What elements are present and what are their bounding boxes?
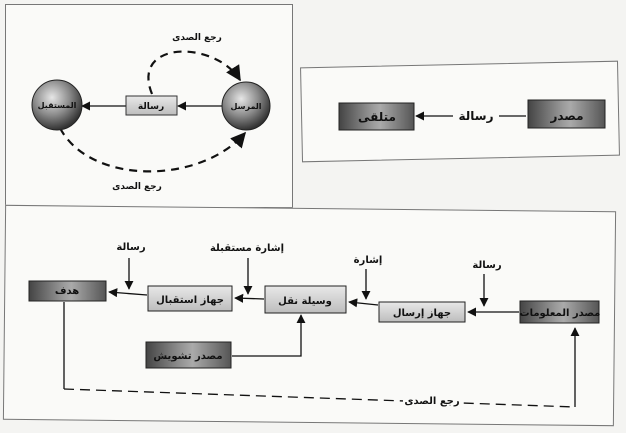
source-label: مصدر [549,109,583,123]
message-box [125,95,178,116]
message-label-bg [453,104,499,124]
receiver-label: المستقبل [38,101,77,110]
channel-label: وسيلة نقل [278,296,332,307]
transmitter-label: جهاز إرسال [393,308,451,319]
received-signal-label: إشارة مستقبلة [210,243,284,254]
sender-label: المرسل [230,102,261,111]
destination-box [28,280,107,302]
feedback-arc-top [147,50,241,95]
channel-box [264,285,347,314]
message-label: رسالة [459,109,494,123]
arrow-noise-to-channel [232,314,306,357]
feedback-label: رجع الصدى [404,396,459,407]
feedback-arc-bottom [59,127,247,173]
message-label: رسالة [138,102,164,112]
receiver-label: متلقى [358,110,396,124]
receiver-box [338,102,415,131]
shannon-model: مصدر المعلومات جهاز إرسال وسيلة نقل جهاز… [28,242,601,408]
feedback-dashed [63,388,576,408]
receiver-device-label: جهاز استقبال [156,295,224,306]
transmitter-box [378,301,466,323]
signal-label: إشارة [354,255,383,266]
info-source-label: مصدر المعلومات [520,308,601,319]
feedback-label-bottom: رجع الصدى [112,182,162,192]
receiver-device-box [147,285,233,312]
linear-model: مصدر رسالة متلقى [338,99,606,131]
feedback-label-bg [403,393,461,407]
info-source-box [519,300,600,324]
noise-source-label: مصدر تشويش [153,351,222,362]
arrow-transmitter-to-channel [348,298,379,308]
message-out-label: رسالة [116,242,145,253]
message-in-label: رسالة [472,260,501,271]
receiver-circle [31,79,83,131]
feedback-model: رجع الصدى رجع الصدى رسالة المرسل المستقب… [31,33,271,192]
noise-source-box [145,341,232,369]
arrow-receiver-to-destination [108,288,148,298]
feedback-label-top: رجع الصدى [172,33,222,43]
arrow-channel-to-receiver [234,293,265,303]
source-box [527,99,606,129]
sender-circle [221,81,271,131]
destination-label: هدف [55,286,79,297]
